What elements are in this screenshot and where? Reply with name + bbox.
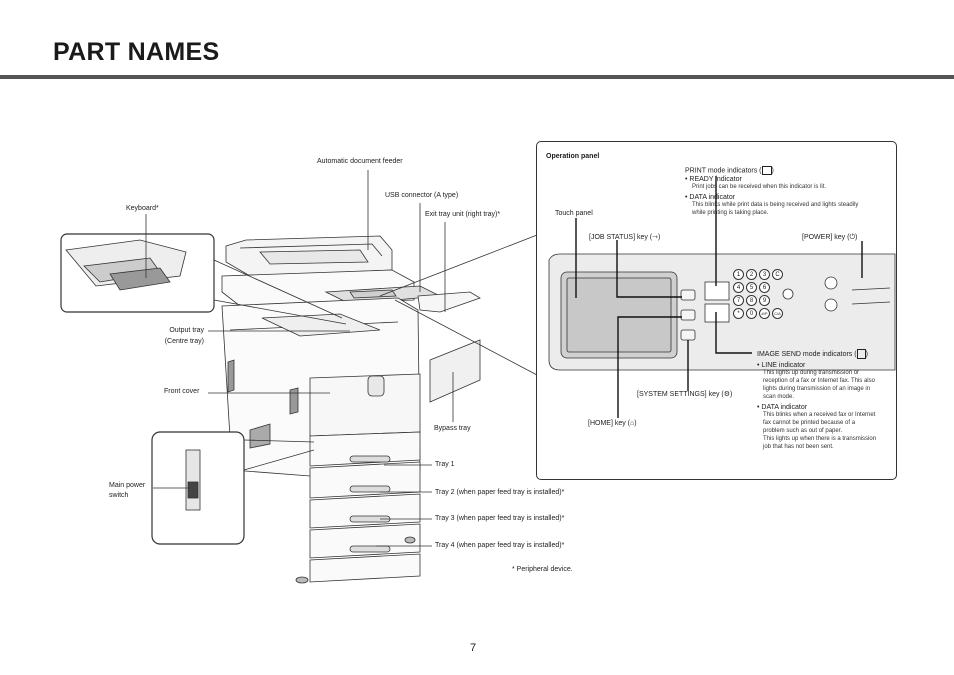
job-status-icon: ⇾ — [652, 234, 659, 241]
tray4-label: Tray 4 (when paper feed tray is installe… — [435, 542, 565, 549]
system-settings-text: [SYSTEM SETTINGS] key ( — [637, 391, 724, 398]
keypad-key[interactable]: 6 — [759, 282, 770, 293]
tray2-label: Tray 2 (when paper feed tray is installe… — [435, 489, 565, 496]
exit-tray-label: Exit tray unit (right tray)* — [425, 211, 501, 218]
send-data-note-1: This blinks when a received fax or Inter… — [763, 412, 876, 418]
keypad-key[interactable]: 4 — [733, 282, 744, 293]
close-paren: ) — [730, 391, 733, 398]
home-key-text: [HOME] key ( — [588, 420, 631, 427]
close-paren: ) — [855, 234, 858, 241]
home-icon: ⌂ — [630, 420, 635, 427]
gear-icon: ⚙ — [723, 391, 731, 398]
tray1-label: Tray 1 — [435, 461, 455, 468]
main-power-label: Main power — [109, 482, 146, 489]
keypad-spacer — [772, 282, 785, 293]
send-data-note-5: job that has not been sent. — [763, 444, 834, 450]
close-paren: ) — [865, 350, 868, 358]
ready-indicator-label: • READY indicator — [685, 176, 742, 183]
close-paren: ) — [658, 234, 661, 241]
title-rule — [0, 75, 954, 79]
main-power-switch-label: switch — [109, 492, 129, 499]
operation-panel-title: Operation panel — [546, 153, 600, 160]
image-send-text: IMAGE SEND mode indicators ( — [757, 350, 857, 358]
print-data-note-2: while printing is taking place. — [692, 210, 769, 216]
line-note-1: This lights up during transmission or — [763, 370, 860, 376]
keypad-key[interactable]: C/A — [772, 308, 783, 319]
line-note-2: reception of a fax or Internet fax. This… — [763, 378, 875, 384]
print-mode-text: PRINT mode indicators ( — [685, 167, 762, 175]
keypad-key[interactable]: * — [733, 308, 744, 319]
keypad-key[interactable]: 8 — [746, 295, 757, 306]
ready-indicator-note: Print jobs can be received when this ind… — [692, 184, 827, 190]
job-status-key-label: [JOB STATUS] key (⇾) — [589, 234, 660, 243]
system-settings-key-label: [SYSTEM SETTINGS] key (⚙) — [637, 391, 732, 400]
send-data-note-4: This lights up when there is a transmiss… — [763, 436, 877, 442]
job-status-text: [JOB STATUS] key ( — [589, 234, 653, 241]
power-key-label: [POWER] key (⏻) — [802, 234, 857, 243]
power-key-text: [POWER] key ( — [802, 234, 850, 241]
keypad-key[interactable]: 0 — [746, 308, 757, 319]
image-send-icon — [856, 349, 866, 359]
keypad-key[interactable]: #/P — [759, 308, 770, 319]
home-key-label: [HOME] key (⌂) — [588, 420, 637, 429]
keypad-key[interactable]: 1 — [733, 269, 744, 280]
front-cover-label: Front cover — [164, 388, 200, 395]
keypad-key[interactable]: 3 — [759, 269, 770, 280]
line-note-3: lights during transmission of an image i… — [763, 386, 871, 392]
send-data-note-2: fax cannot be printed because of a — [763, 420, 856, 426]
close-paren: ) — [634, 420, 637, 427]
keypad-spacer — [772, 295, 785, 306]
keypad-key[interactable]: 7 — [733, 295, 744, 306]
output-tray-label: Output tray — [169, 327, 204, 334]
keypad-key[interactable]: 9 — [759, 295, 770, 306]
tray3-label: Tray 3 (when paper feed tray is installe… — [435, 515, 565, 522]
page-number: 7 — [470, 642, 477, 654]
line-note-4: scan mode. — [763, 394, 795, 400]
print-data-indicator-label: • DATA indicator — [685, 194, 736, 201]
keypad-key[interactable]: 2 — [746, 269, 757, 280]
bypass-tray-label: Bypass tray — [434, 425, 471, 432]
power-icon: ⏻ — [849, 234, 855, 241]
printer-icon — [761, 166, 772, 175]
keyboard-label: Keyboard* — [126, 205, 159, 212]
keypad: 1 2 3 C 4 5 6 7 8 9 * 0 #/P C/A — [733, 269, 785, 319]
keypad-key[interactable]: C — [772, 269, 783, 280]
page-title: PART NAMES — [53, 38, 220, 66]
image-send-label: IMAGE SEND mode indicators () — [757, 349, 868, 359]
keypad-key[interactable]: 5 — [746, 282, 757, 293]
line-indicator-label: • LINE indicator — [757, 362, 806, 369]
print-data-note-1: This blinks while print data is being re… — [692, 202, 859, 208]
send-data-indicator-label: • DATA indicator — [757, 404, 808, 411]
send-data-note-3: problem such as out of paper. — [763, 428, 843, 434]
close-paren: ) — [771, 167, 774, 175]
print-mode-label: PRINT mode indicators () — [685, 166, 774, 176]
adf-label: Automatic document feeder — [317, 158, 403, 165]
footnote: * Peripheral device. — [512, 566, 573, 573]
touch-panel-label: Touch panel — [555, 210, 593, 217]
usb-connector-label: USB connector (A type) — [385, 192, 459, 199]
centre-tray-label: (Centre tray) — [164, 338, 204, 345]
